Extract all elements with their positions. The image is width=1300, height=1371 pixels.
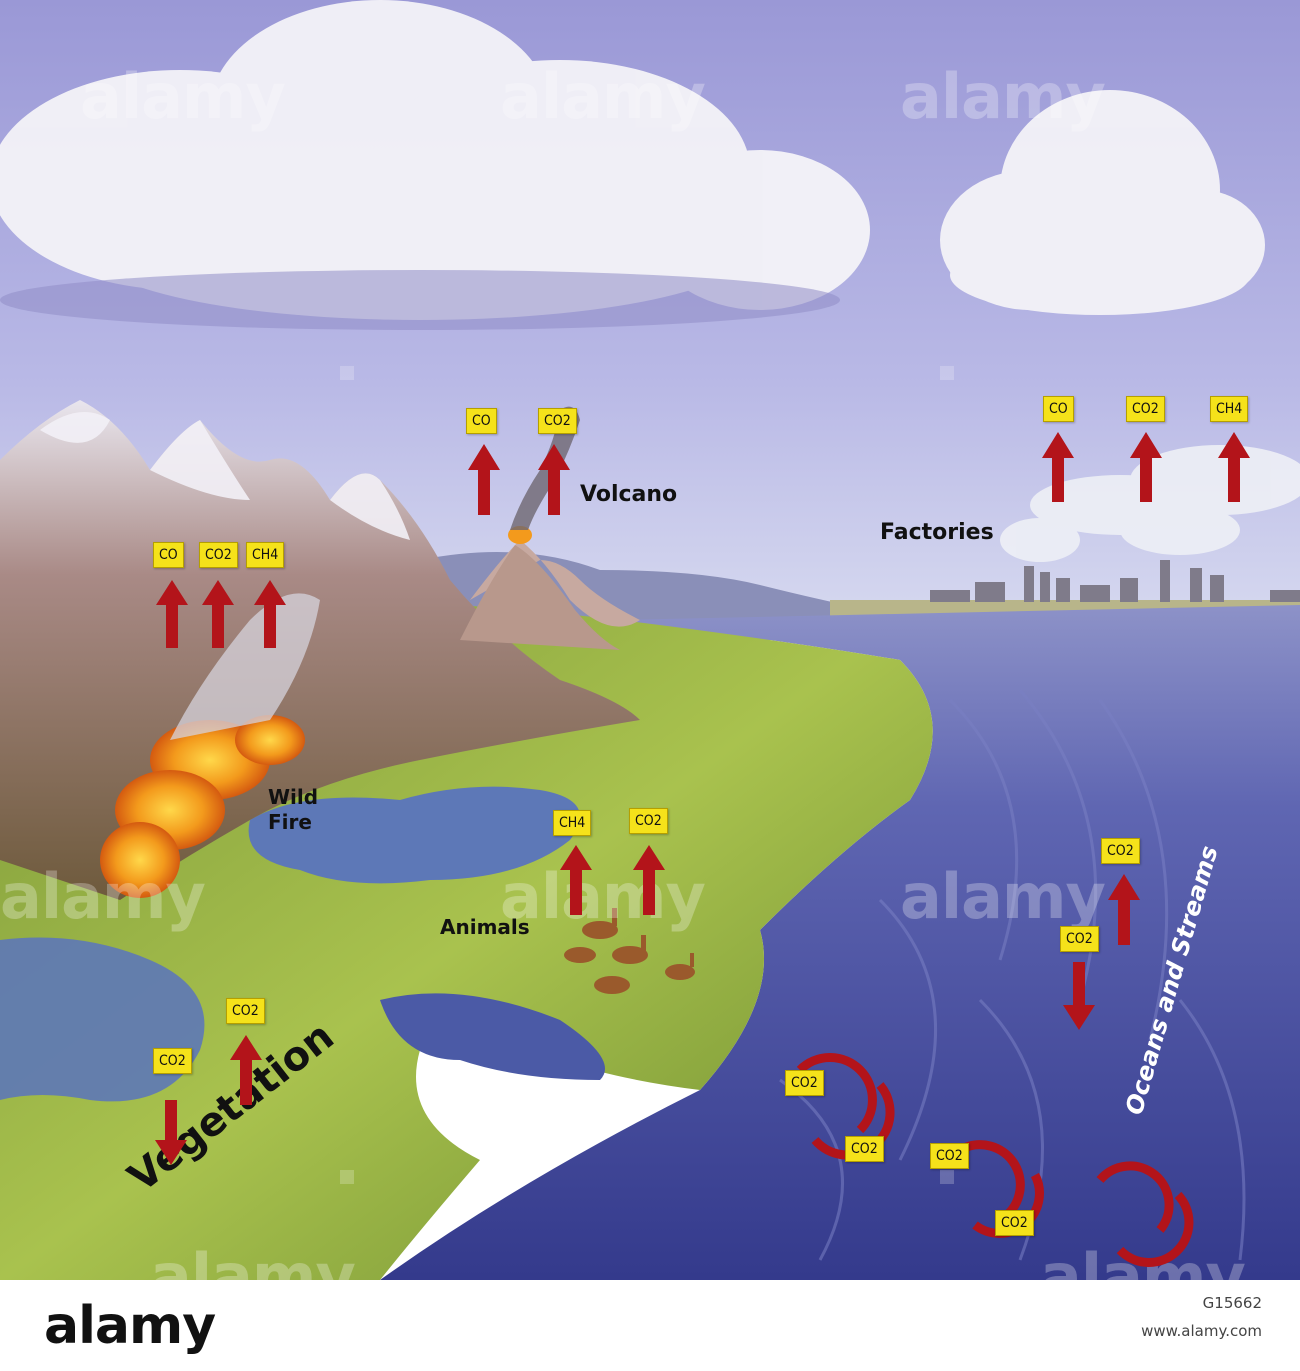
bay — [380, 993, 605, 1080]
arrow-up-veg-co2 — [230, 1035, 262, 1105]
label-factories: Factories — [880, 520, 994, 545]
chip-ocean-co2-down: CO2 — [1060, 926, 1099, 952]
volcano-lava — [508, 526, 532, 544]
label-animals: Animals — [440, 915, 530, 939]
arrow-up-factory-co2 — [1130, 432, 1162, 502]
cycle-arrow-3b — [1116, 1191, 1194, 1267]
watermark: alamy — [900, 860, 1106, 933]
chip-mountain-co2: CO2 — [199, 542, 238, 568]
chip-veg-co2-down: CO2 — [153, 1048, 192, 1074]
volcano-body — [460, 545, 620, 650]
chip-cycle1-a: CO2 — [785, 1070, 824, 1096]
chip-animals-co2: CO2 — [629, 808, 668, 834]
chip-volcano-co2: CO2 — [538, 408, 577, 434]
illustration — [0, 0, 1300, 1280]
label-volcano: Volcano — [580, 482, 678, 507]
watermark: alamy — [0, 860, 206, 933]
chip-volcano-co: CO — [466, 408, 497, 434]
cloud-right — [940, 90, 1265, 315]
cycle-arrow-2 — [957, 1140, 1025, 1224]
arrow-up-mountain-co — [156, 580, 188, 648]
arrow-up-mountain-co2 — [202, 580, 234, 648]
watermark: alamy — [80, 60, 286, 133]
watermark: alamy — [500, 860, 706, 933]
chip-animals-ch4: CH4 — [553, 810, 592, 836]
cycle-arrow-1 — [796, 1053, 877, 1134]
chip-factory-co: CO — [1043, 396, 1074, 422]
label-wild-fire-line1: Wild — [268, 785, 319, 809]
snow-peaks — [40, 412, 410, 540]
arrow-up-volcano-co2 — [538, 444, 570, 515]
fire-smoke — [170, 593, 320, 740]
arrow-up-factory-co — [1042, 432, 1074, 502]
cloud-left-shade — [0, 270, 840, 330]
animals — [564, 908, 695, 994]
emission-arrows — [155, 432, 1250, 1267]
chip-cycle1-b: CO2 — [845, 1136, 884, 1162]
label-wild-fire-line2: Fire — [268, 810, 312, 834]
chip-cycle2-a: CO2 — [930, 1143, 969, 1169]
wild-fire — [100, 715, 305, 898]
footer-logo: alamy — [44, 1296, 216, 1356]
chip-mountain-co: CO — [153, 542, 184, 568]
arrow-down-veg-co2 — [155, 1100, 187, 1165]
arrow-down-ocean-co2 — [1063, 962, 1095, 1030]
watermark: alamy — [500, 60, 706, 133]
arrow-up-ocean-co2 — [1108, 874, 1140, 945]
watermark: alamy — [150, 1240, 356, 1280]
chip-cycle2-b: CO2 — [995, 1210, 1034, 1236]
image-id: G15662 — [1202, 1294, 1262, 1312]
cycle-arrow-3 — [1096, 1161, 1174, 1233]
watermark-pattern — [340, 366, 954, 1184]
factory-buildings — [930, 560, 1300, 602]
arrow-up-factory-ch4 — [1218, 432, 1250, 502]
footer-bar: alamy G15662 www.alamy.com — [0, 1280, 1300, 1371]
chip-ocean-co2-up: CO2 — [1101, 838, 1140, 864]
chip-factory-co2: CO2 — [1126, 396, 1165, 422]
footer-url: www.alamy.com — [1141, 1322, 1262, 1340]
lake — [248, 786, 581, 884]
ocean — [380, 605, 1300, 1280]
arrow-up-animals-co2 — [633, 845, 665, 915]
arrow-up-animals-ch4 — [560, 845, 592, 915]
factory-smoke — [1000, 445, 1300, 562]
chip-factory-ch4: CH4 — [1210, 396, 1249, 422]
arrow-up-volcano-co — [468, 444, 500, 515]
watermark: alamy — [900, 60, 1106, 133]
chip-veg-co2-up: CO2 — [226, 998, 265, 1024]
scene: alamy alamy alamy alamy alamy alamy alam… — [0, 0, 1300, 1280]
chip-mountain-ch4: CH4 — [246, 542, 285, 568]
arrow-up-mountain-ch4 — [254, 580, 286, 648]
